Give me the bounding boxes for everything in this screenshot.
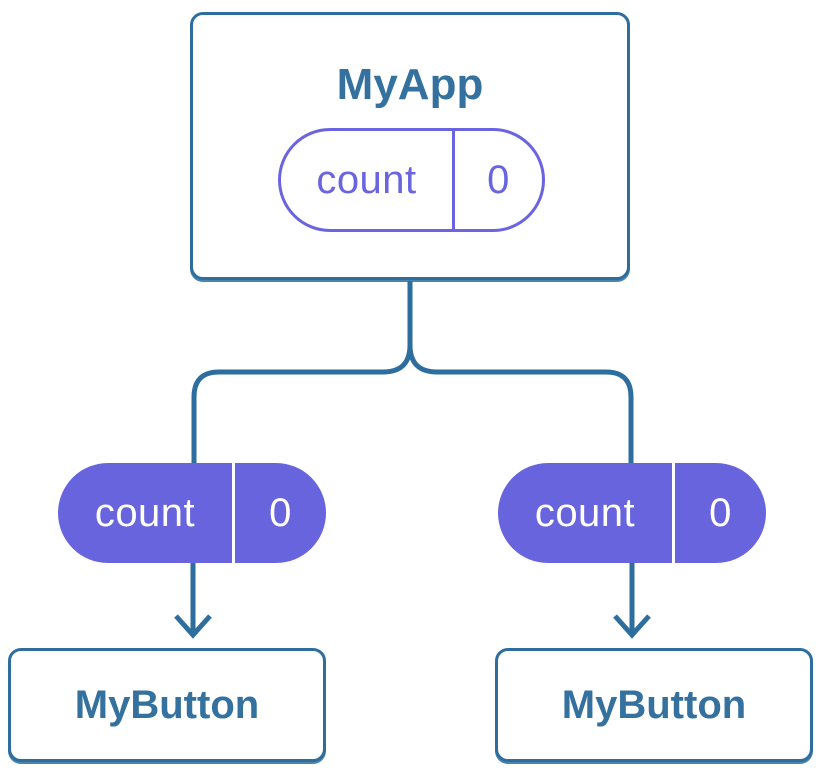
prop-pill-value: 0 [709, 490, 732, 535]
branch-right-line [407, 344, 634, 463]
arrow-right-head-icon [613, 614, 651, 639]
prop-pill-label: count [534, 490, 636, 535]
mybutton-title-right: MyButton [561, 683, 747, 727]
myapp-card: MyApp count 0 [190, 12, 630, 280]
prop-pill-right: count 0 [498, 463, 766, 563]
prop-pill-label: count [94, 490, 196, 535]
state-pill-value: 0 [487, 157, 510, 202]
pill-divider [672, 463, 675, 563]
branch-left-line [191, 344, 413, 463]
state-pill-label: count [316, 157, 417, 202]
mybutton-card-left: MyButton [8, 648, 326, 762]
arrow-left-head-icon [174, 614, 212, 639]
pill-divider [452, 131, 455, 229]
myapp-state-pill: count 0 [278, 128, 545, 232]
myapp-title: MyApp [336, 60, 484, 109]
mybutton-title-left: MyButton [74, 683, 260, 727]
pill-divider [232, 463, 235, 563]
prop-pill-value: 0 [269, 490, 292, 535]
mybutton-card-right: MyButton [495, 648, 813, 762]
prop-pill-left: count 0 [58, 463, 326, 563]
